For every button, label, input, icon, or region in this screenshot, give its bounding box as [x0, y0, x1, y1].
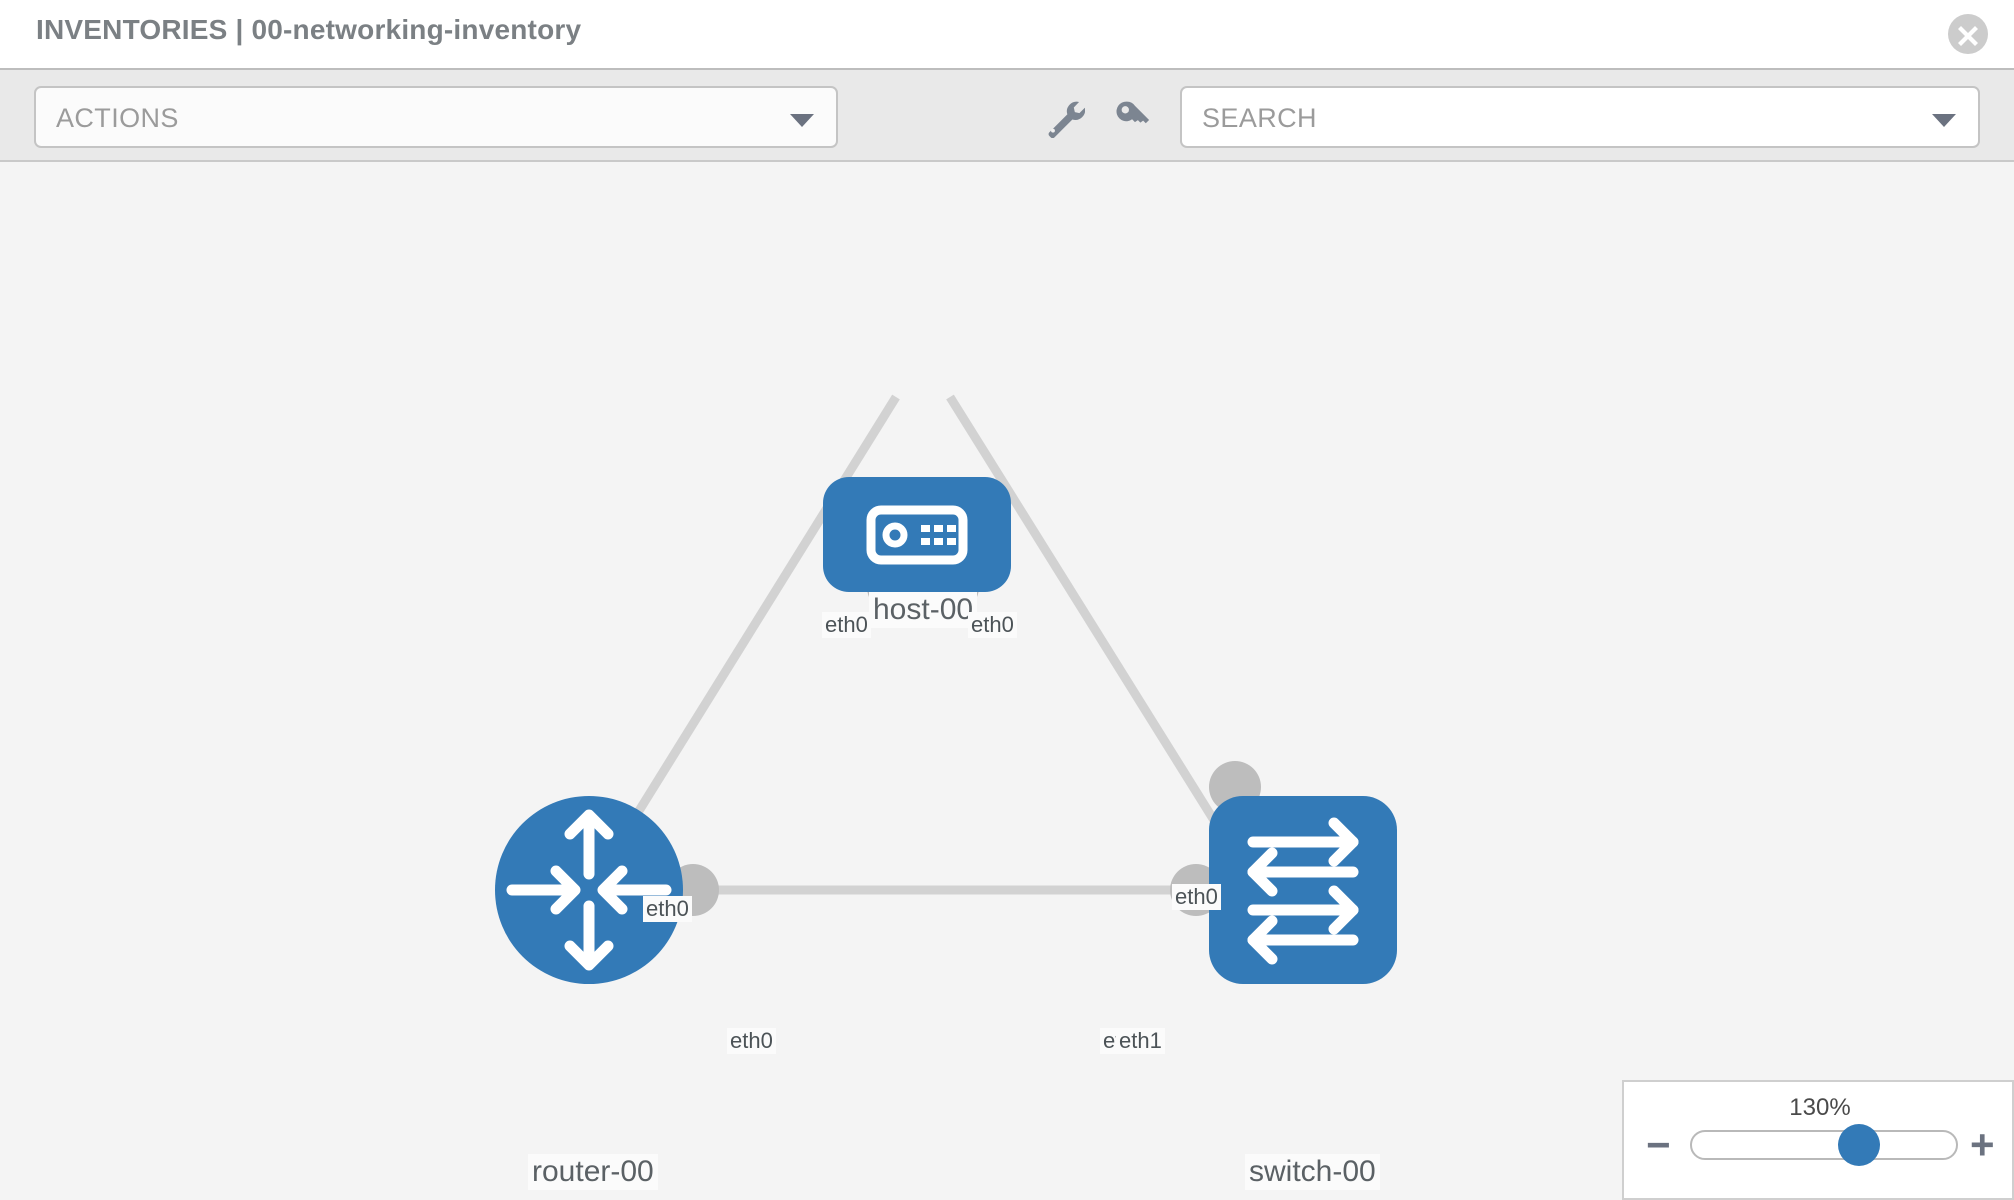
link-host-switch[interactable] [946, 394, 1244, 865]
topology-graph [495, 394, 1397, 984]
zoom-control-panel: 130% − + [1622, 1080, 2014, 1200]
actions-dropdown-label: ACTIONS [56, 103, 179, 133]
zoom-out-button[interactable]: − [1646, 1121, 1671, 1168]
link-host-router[interactable] [597, 394, 900, 875]
wrench-icon[interactable] [1043, 96, 1086, 139]
actions-dropdown[interactable]: ACTIONS [34, 86, 838, 148]
search-chevron-down-icon[interactable] [1932, 114, 1956, 127]
zoom-in-button[interactable]: + [1970, 1121, 1995, 1168]
page-title: INVENTORIES | 00-networking-inventory [36, 14, 582, 45]
switch-arrows-icon [1247, 817, 1359, 965]
zoom-level-value: 130% [1789, 1094, 1851, 1121]
iface-label-router-up: eth0 [643, 896, 692, 922]
node-host-00[interactable] [823, 477, 1011, 592]
zoom-slider[interactable] [1690, 1124, 1958, 1166]
iface-label-host-right: eth0 [968, 612, 1017, 638]
search-placeholder: SEARCH [1202, 103, 1317, 133]
server-icon [866, 505, 968, 565]
chevron-down-icon[interactable] [790, 114, 814, 127]
iface-label-router-right: eth0 [727, 1028, 776, 1054]
close-icon[interactable] [1948, 14, 1988, 54]
key-icon[interactable] [1112, 96, 1154, 138]
title-bar: INVENTORIES | 00-networking-inventory [0, 0, 2014, 68]
router-arrows-icon [506, 809, 672, 971]
node-label-router-00: router-00 [528, 1154, 658, 1190]
node-label-host-00: host-00 [869, 592, 978, 628]
link-group [597, 394, 1244, 895]
zoom-slider-thumb[interactable] [1838, 1124, 1880, 1166]
node-router-00[interactable] [495, 796, 683, 984]
search-input[interactable]: SEARCH [1180, 86, 1980, 148]
node-label-switch-00: switch-00 [1245, 1154, 1380, 1190]
iface-label-switch-left: eth1 [1116, 1028, 1165, 1054]
toolbar: ACTIONS SEARCH [0, 68, 2014, 162]
iface-label-host-left: eth0 [822, 612, 871, 638]
topology-canvas[interactable]: host-00 router-00 switch-00 eth0 eth0 et… [0, 162, 2014, 1200]
node-switch-00[interactable] [1209, 796, 1397, 984]
iface-label-switch-up: eth0 [1172, 884, 1221, 910]
